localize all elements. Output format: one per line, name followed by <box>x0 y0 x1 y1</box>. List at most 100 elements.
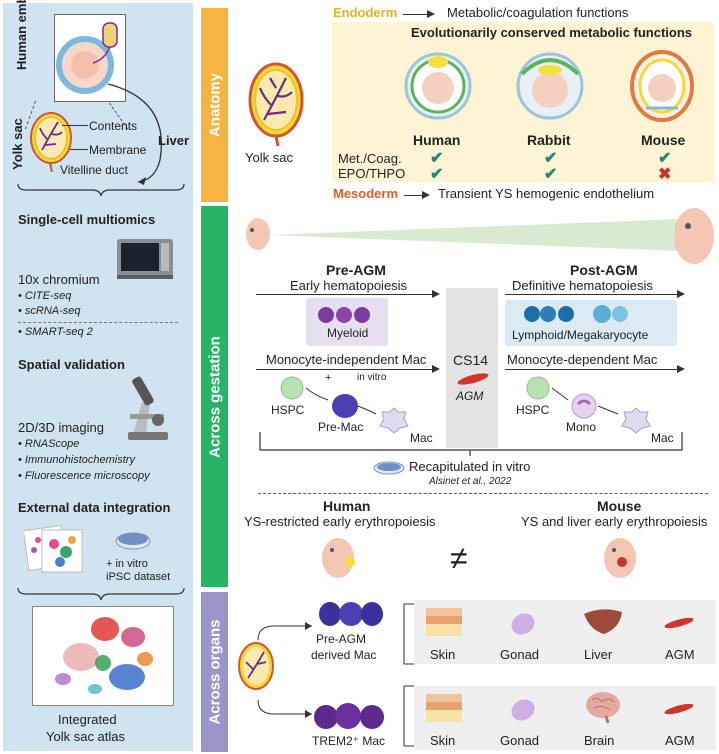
endoderm-arrow <box>403 10 435 18</box>
pre-agm-title: Pre-AGM <box>326 262 386 278</box>
human-embryo-text: Human embryo <box>14 0 29 70</box>
not-equal-sign: ≠ <box>450 540 468 576</box>
agm-icon-1 <box>662 616 696 634</box>
endoderm-label: Endoderm <box>333 5 398 20</box>
conserved-title: Evolutionarily conserved metabolic funct… <box>411 25 693 40</box>
rnascope-label: • RNAScope <box>18 438 80 450</box>
human-title: Human <box>323 498 371 514</box>
recap-label: Recapitulated in vitro <box>409 459 531 474</box>
mono-label: Mono <box>566 420 597 434</box>
citation-label: Alsinet et al., 2022 <box>429 476 512 487</box>
yolk-sac-large-icon <box>246 58 306 151</box>
vitelline-duct-label: Vitelline duct <box>60 163 128 177</box>
species-mouse: Mouse <box>641 132 686 148</box>
definitive-label: Definitive hematopoiesis <box>512 278 653 293</box>
plus-sign: + <box>325 372 332 384</box>
premac-label: Pre-Mac <box>318 420 364 434</box>
umap-stack-icon <box>22 522 104 583</box>
yolk-sac-organs-icon <box>236 640 276 701</box>
check-human-2: ✔ <box>430 166 444 183</box>
lymphoid-cells-icon <box>522 303 642 330</box>
agm-vessel-icon <box>455 372 491 391</box>
premac-cell <box>330 392 360 425</box>
check-mouse-1: ✔ <box>658 150 672 167</box>
organ-row1-agm: AGM <box>665 647 695 662</box>
spatial-title: Spatial validation <box>18 357 125 372</box>
ipsc-label: iPSC dataset <box>106 571 171 583</box>
cross-mouse-2: ✖ <box>658 166 672 183</box>
organ-row-2-bg <box>414 686 716 750</box>
human-embryo-small-icon <box>316 532 360 587</box>
species-rabbit: Rabbit <box>527 132 571 148</box>
organ-row1-liver: Liver <box>584 647 613 662</box>
yolk-sac-label: Yolk sac <box>245 150 293 165</box>
single-cell-title: Single-cell multiomics <box>18 212 156 227</box>
mouse-title: Mouse <box>597 498 642 514</box>
post-agm-arrow <box>505 290 685 298</box>
mouse-embryo-small-icon <box>598 532 642 587</box>
organ-row2-gonad: Gonad <box>500 733 540 748</box>
mono-cell <box>570 392 598 425</box>
mouse-embryo-icon <box>626 46 698 129</box>
organ-row1-skin: Skin <box>430 647 456 662</box>
species-human: Human <box>413 132 461 148</box>
premac-path-arrows <box>305 387 377 415</box>
liver-side-label: Liver <box>158 133 190 148</box>
mac-cell-left <box>378 406 410 439</box>
check-rabbit-2: ✔ <box>544 166 558 183</box>
atlas-label-1: Integrated <box>58 712 117 727</box>
brain-icon <box>584 690 622 729</box>
band-anatomy-label: Anatomy <box>206 72 223 138</box>
recap-bracket <box>259 432 683 456</box>
invitro-label: + in vitro <box>106 558 148 570</box>
cite-seq-label: • CITE-seq <box>18 290 72 302</box>
check-rabbit-1: ✔ <box>544 150 558 167</box>
section-brace-1 <box>17 183 185 197</box>
imaging-label: 2D/3D imaging <box>18 420 104 435</box>
agm-label: AGM <box>456 389 484 403</box>
growth-wedge <box>270 215 680 260</box>
external-data-title: External data integration <box>18 500 171 515</box>
section-brace-2 <box>17 587 185 601</box>
band-gestation: Across gestation <box>201 206 228 587</box>
embryo-illustration <box>54 14 126 102</box>
skin-icon-1 <box>426 606 462 643</box>
myeloid-cells-icon <box>316 304 376 331</box>
scrna-seq-label: • scRNA-seq <box>18 305 81 317</box>
yolk-sac-side-label: Yolk sac <box>10 118 25 170</box>
band-organs-label: Across organs <box>206 619 223 725</box>
myeloid-label: Myeloid <box>327 326 369 340</box>
chromium-device-icon <box>115 235 175 286</box>
membrane-pointer <box>70 149 88 150</box>
gonad-icon-2 <box>508 696 538 729</box>
organ-row-1-bg <box>414 600 716 664</box>
small-embryo-icon <box>240 214 276 259</box>
human-mouse-divider <box>258 493 708 494</box>
mac-label-right: Mac <box>651 431 674 445</box>
atlas-umap <box>32 606 174 706</box>
skin-icon-2 <box>426 692 462 729</box>
pre-agm-arrow <box>256 290 440 298</box>
mesoderm-arrow <box>404 191 430 199</box>
human-desc: YS-restricted early erythropoiesis <box>244 514 436 529</box>
ihc-label: • Immunohistochemistry <box>18 454 135 466</box>
smart-seq-label: • SMART-seq 2 <box>18 326 93 338</box>
trem2-label: TREM2⁺ Mac <box>312 734 386 748</box>
liver-arrow <box>107 83 162 185</box>
contents-pointer <box>62 125 88 126</box>
atlas-label-2: Yolk sac atlas <box>46 729 126 744</box>
band-anatomy: Anatomy <box>201 8 228 202</box>
microscope-icon <box>120 372 175 447</box>
mesoderm-desc: Transient YS hemogenic endothelium <box>438 186 655 201</box>
dashed-divider <box>18 322 178 323</box>
organs-branch-arrows <box>257 622 312 718</box>
mono-path-arrows <box>551 387 619 415</box>
organ-row2-brain: Brain <box>584 733 615 748</box>
mono-indep-arrow <box>256 365 440 373</box>
hspc-cell-left <box>278 375 306 406</box>
in-vitro-label: in vitro <box>357 372 387 383</box>
cs14-label: CS14 <box>453 352 489 368</box>
mac-cell-right <box>620 406 652 439</box>
organ-row2-skin: Skin <box>430 733 456 748</box>
check-human-1: ✔ <box>430 150 444 167</box>
